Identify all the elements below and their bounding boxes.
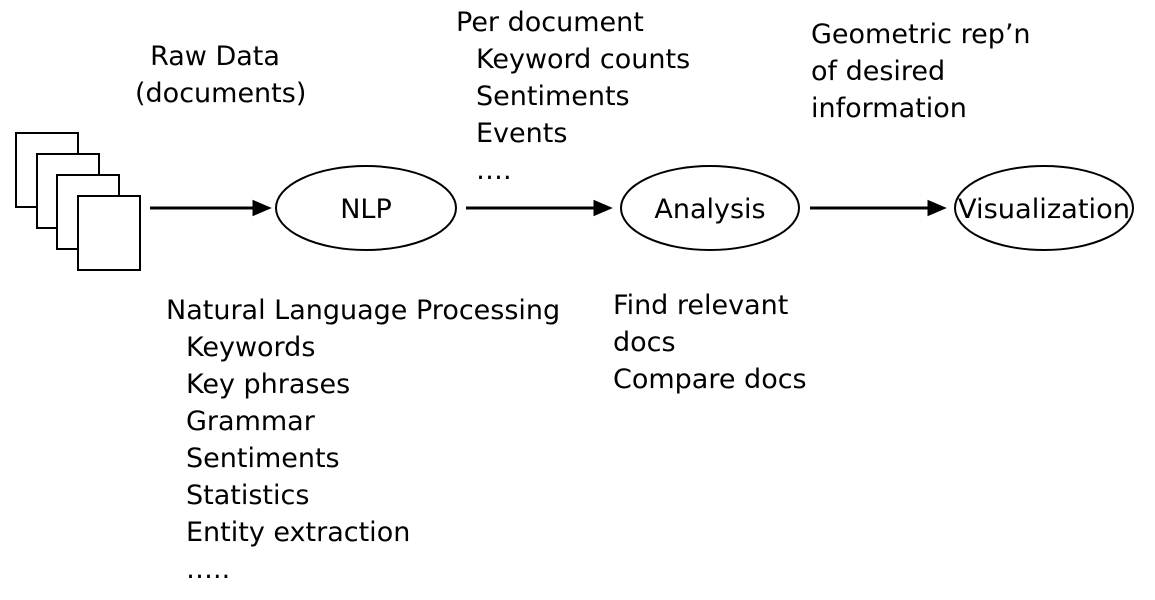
- node-analysis-label: Analysis: [654, 194, 765, 225]
- geometric-rep-line: Geometric rep’n: [811, 19, 1031, 50]
- raw-data-line: (documents): [135, 78, 307, 109]
- arrow-analysis-to-visualization: [810, 199, 947, 217]
- nlp-details-item: Entity extraction: [186, 517, 411, 548]
- node-nlp-label: NLP: [340, 194, 392, 225]
- nlp-details-item: …..: [186, 554, 231, 585]
- node-nlp: NLP: [275, 165, 457, 251]
- geometric-rep-line: of desired: [811, 56, 946, 87]
- per-document-block: Per document Keyword counts Sentiments E…: [456, 4, 690, 189]
- per-document-item: Keyword counts: [476, 44, 691, 75]
- node-visualization-label: Visualization: [958, 194, 1130, 225]
- arrow-docs-to-nlp: [150, 199, 272, 217]
- raw-data-line: Raw Data: [150, 41, 280, 72]
- raw-data-label: Raw Data (documents): [135, 38, 307, 112]
- analysis-details-line: Compare docs: [613, 364, 807, 395]
- nlp-details-item: Grammar: [186, 406, 315, 437]
- node-visualization: Visualization: [954, 165, 1134, 251]
- geometric-rep-block: Geometric rep’n of desired information: [811, 16, 1031, 127]
- documents-icon: [15, 132, 141, 271]
- per-document-heading: Per document: [456, 7, 644, 38]
- nlp-details-item: Sentiments: [186, 443, 340, 474]
- nlp-details-item: Keywords: [186, 332, 316, 363]
- nlp-details-block: Natural Language Processing Keywords Key…: [166, 292, 560, 588]
- geometric-rep-line: information: [811, 93, 967, 124]
- arrow-nlp-to-analysis: [466, 199, 613, 217]
- per-document-item: Sentiments: [476, 81, 630, 112]
- node-analysis: Analysis: [620, 165, 800, 251]
- nlp-details-heading: Natural Language Processing: [166, 295, 561, 326]
- analysis-details-block: Find relevant docs Compare docs: [613, 287, 807, 398]
- analysis-details-line: Find relevant: [613, 290, 789, 321]
- nlp-details-item: Key phrases: [186, 369, 351, 400]
- per-document-item: ….: [476, 155, 512, 186]
- per-document-item: Events: [476, 118, 568, 149]
- nlp-details-item: Statistics: [186, 480, 310, 511]
- analysis-details-line: docs: [613, 327, 676, 358]
